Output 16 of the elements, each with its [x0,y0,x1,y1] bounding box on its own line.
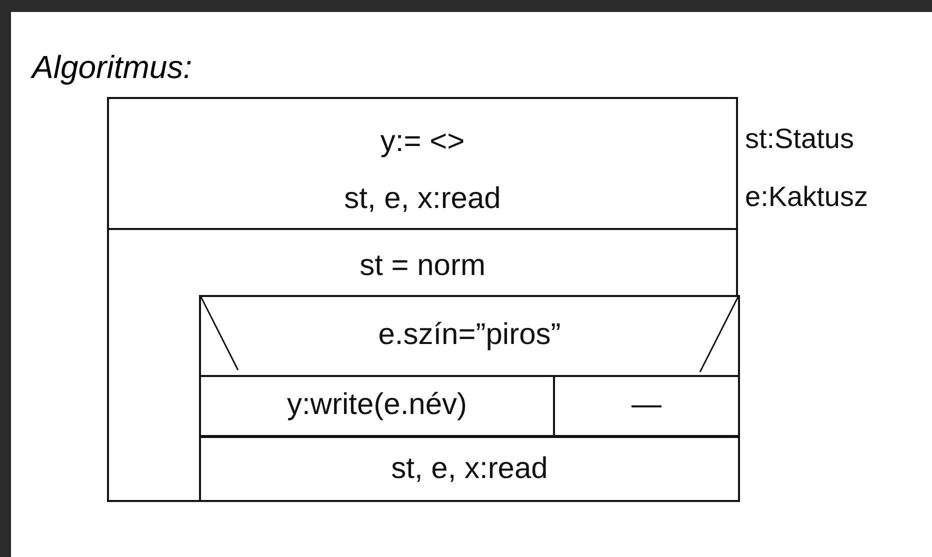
statement-text: st, e, x:read [344,181,501,217]
statement-block [199,375,555,437]
statement-text: y:write(e.név) [286,387,468,423]
statement-text: st, e, x:read [391,451,548,487]
statement-text: st = norm [360,248,486,284]
type-declaration: st:Status [745,122,854,156]
diagram-title: Algoritmus: [32,48,192,86]
statement-block [553,375,740,437]
statement-text: y:= <> [380,124,465,160]
statement-block [199,436,740,502]
type-declaration: e:Kaktusz [745,180,868,214]
condition-text: e.szín=”piros” [378,317,561,353]
condition-block [199,295,740,438]
statement-text: — [632,387,662,423]
loop-block [107,228,738,502]
statement-block [107,97,738,230]
